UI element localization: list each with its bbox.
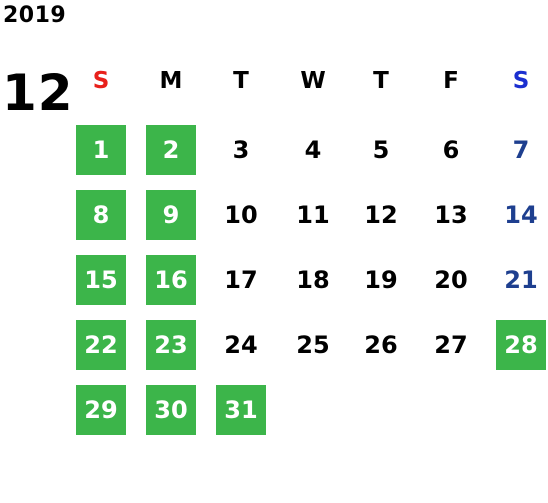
weekday-saturday: S bbox=[512, 68, 530, 94]
day-cell-18: 18 bbox=[296, 266, 330, 294]
day-cell-6: 6 bbox=[442, 136, 460, 164]
year-label: 2019 bbox=[3, 3, 67, 28]
day-cell-30: 30 bbox=[146, 385, 196, 435]
day-cell-17: 17 bbox=[224, 266, 258, 294]
weekday-monday: M bbox=[159, 68, 183, 94]
day-cell-31: 31 bbox=[216, 385, 266, 435]
weekday-wednesday: W bbox=[300, 68, 326, 94]
day-cell-21: 21 bbox=[504, 266, 538, 294]
day-cell-5: 5 bbox=[372, 136, 390, 164]
day-cell-24: 24 bbox=[224, 331, 258, 359]
day-cell-16: 16 bbox=[146, 255, 196, 305]
day-cell-3: 3 bbox=[232, 136, 250, 164]
day-cell-19: 19 bbox=[364, 266, 398, 294]
day-cell-4: 4 bbox=[304, 136, 322, 164]
day-cell-8: 8 bbox=[76, 190, 126, 240]
day-cell-29: 29 bbox=[76, 385, 126, 435]
weekday-tuesday: T bbox=[233, 68, 249, 94]
day-cell-23: 23 bbox=[146, 320, 196, 370]
day-cell-15: 15 bbox=[76, 255, 126, 305]
weekday-thursday: T bbox=[373, 68, 389, 94]
day-cell-28: 28 bbox=[496, 320, 546, 370]
weekday-sunday: S bbox=[92, 68, 110, 94]
day-cell-26: 26 bbox=[364, 331, 398, 359]
day-cell-7: 7 bbox=[512, 136, 530, 164]
day-cell-20: 20 bbox=[434, 266, 468, 294]
day-cell-1: 1 bbox=[76, 125, 126, 175]
day-cell-10: 10 bbox=[224, 201, 258, 229]
day-cell-25: 25 bbox=[296, 331, 330, 359]
day-cell-9: 9 bbox=[146, 190, 196, 240]
weekday-friday: F bbox=[443, 68, 459, 94]
day-cell-27: 27 bbox=[434, 331, 468, 359]
day-cell-14: 14 bbox=[504, 201, 538, 229]
month-number: 12 bbox=[2, 64, 74, 122]
day-cell-11: 11 bbox=[296, 201, 330, 229]
day-cell-12: 12 bbox=[364, 201, 398, 229]
day-cell-22: 22 bbox=[76, 320, 126, 370]
day-cell-2: 2 bbox=[146, 125, 196, 175]
day-cell-13: 13 bbox=[434, 201, 468, 229]
